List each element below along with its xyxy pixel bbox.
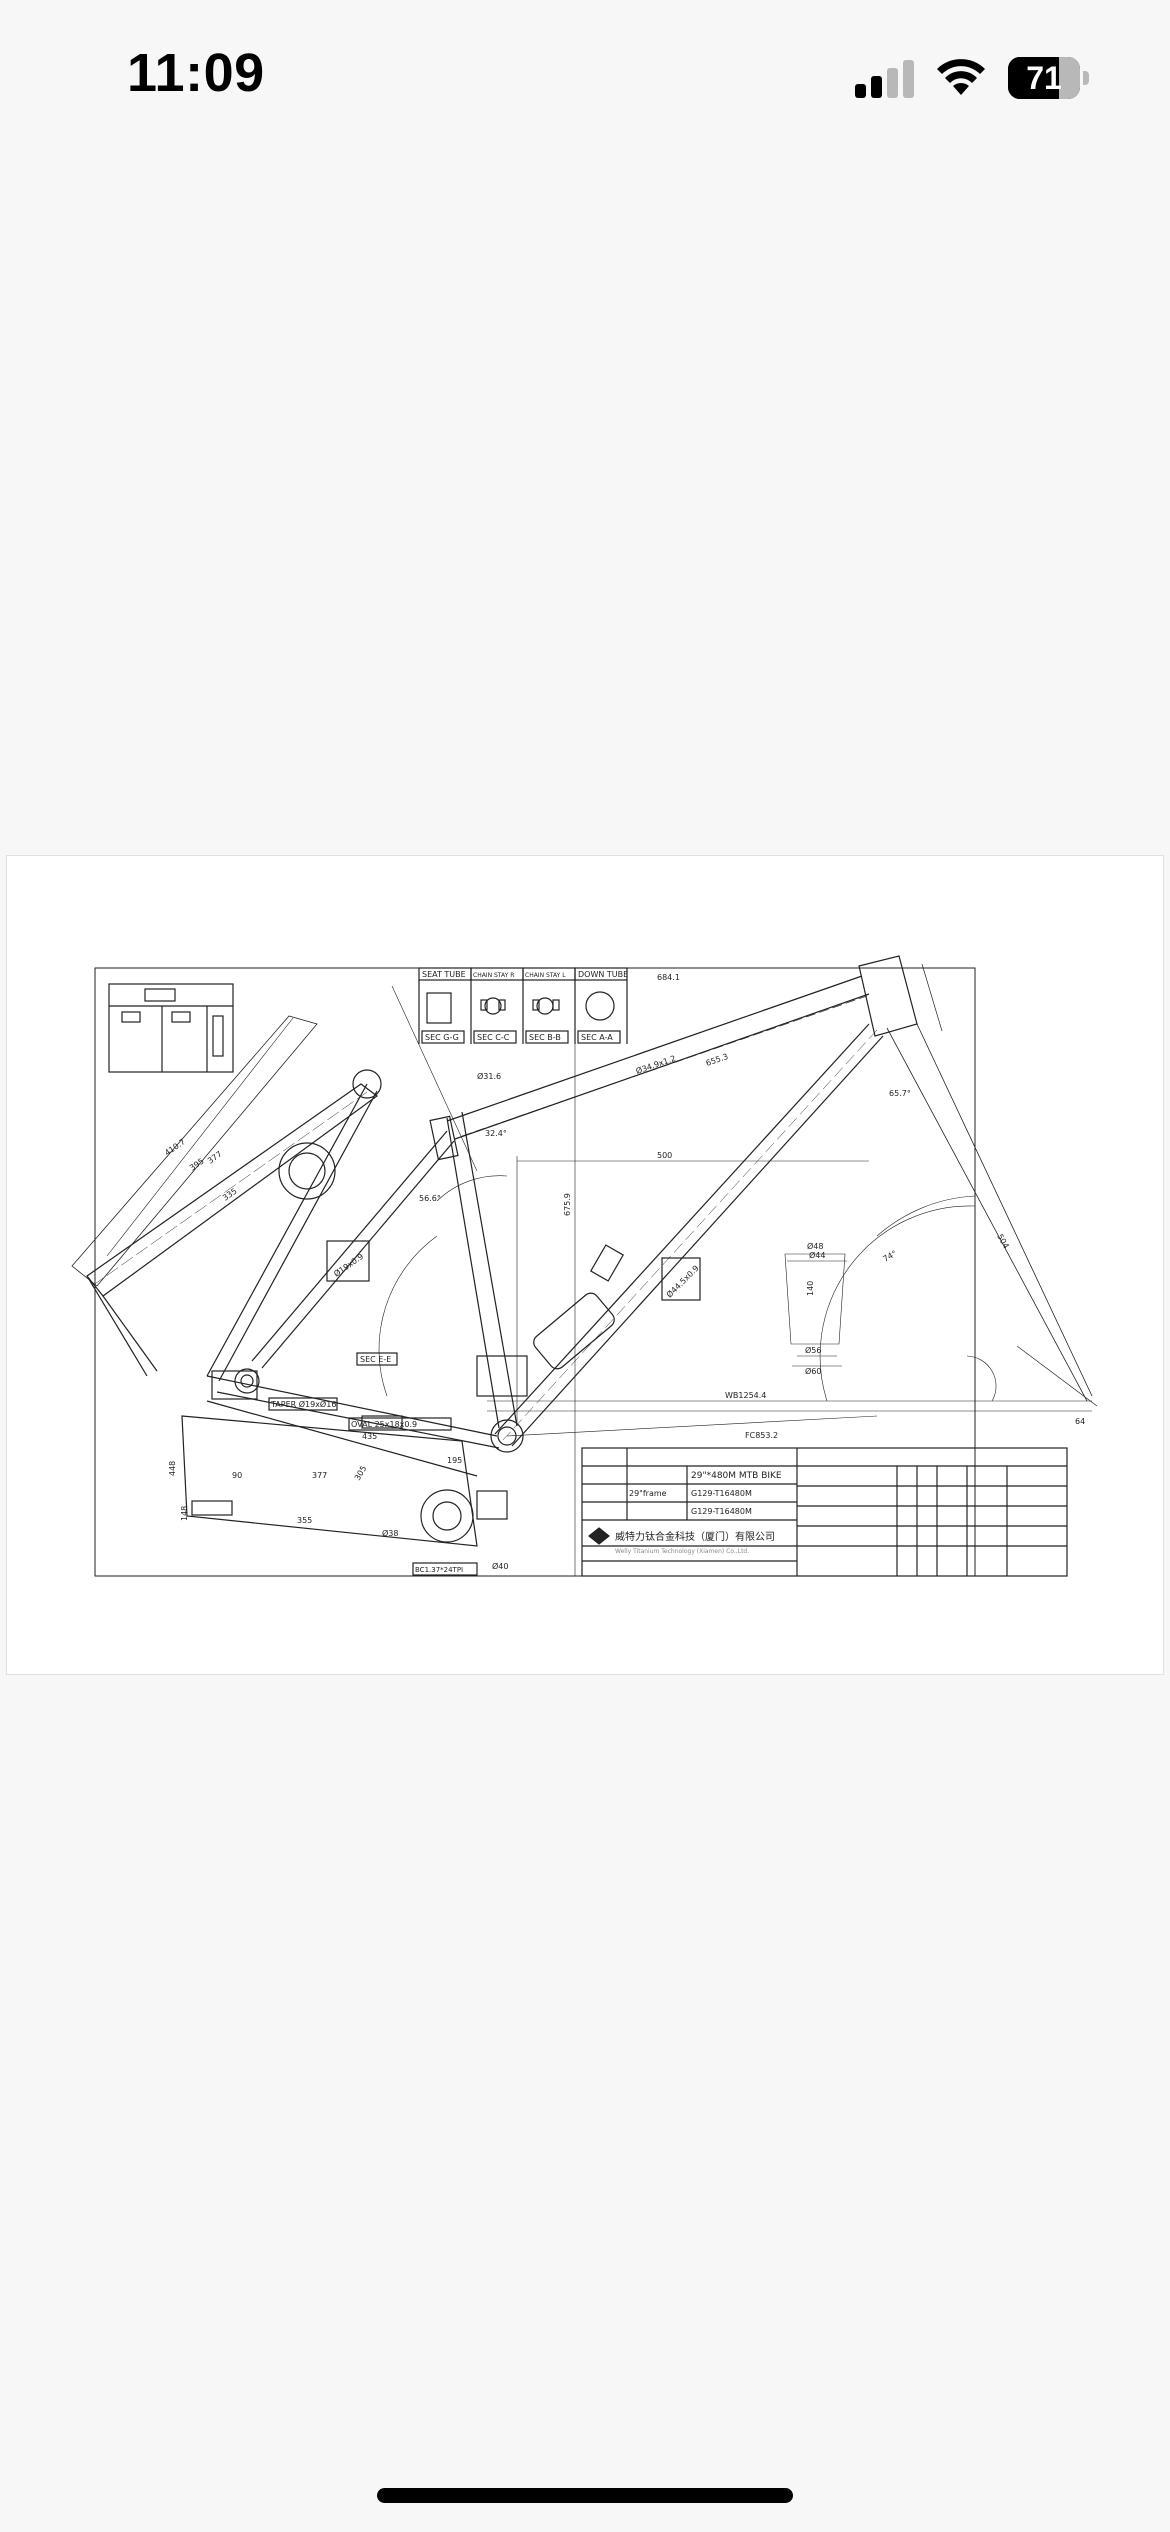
dim-label: FC853.2 <box>745 1431 778 1440</box>
battery-tip <box>1083 71 1089 85</box>
battery-empty <box>1059 57 1080 99</box>
callout-bb: BC1.37*24TPI <box>415 1566 463 1574</box>
dim-label: 140 <box>806 1281 815 1296</box>
dim-label: 377 <box>206 1150 224 1166</box>
battery-icon: 71 <box>1008 57 1090 99</box>
image-viewer[interactable]: SEAT TUBE CHAIN STAY R CHAIN STAY L DOWN… <box>6 855 1164 1675</box>
seat-stays <box>206 1069 455 1382</box>
sec-e-label: SEC E-E <box>360 1355 391 1364</box>
status-time: 11:09 <box>127 43 265 103</box>
callout-down-tube-dia: Ø44.5x0.9 <box>664 1263 700 1299</box>
battery-level <box>1008 57 1059 99</box>
water-bottle <box>533 1244 624 1370</box>
bike-frame-drawing[interactable]: SEAT TUBE CHAIN STAY R CHAIN STAY L DOWN… <box>7 856 1163 1674</box>
legend-box <box>108 983 234 1073</box>
title-frame: 29"frame <box>629 1489 667 1498</box>
title-block <box>581 1447 1068 1577</box>
dimension-lines <box>378 981 1092 1576</box>
callout-seat-stay-dia: Ø19x0.9 <box>332 1251 366 1279</box>
dim-label: Ø56 <box>805 1345 821 1355</box>
dim-label: 148 <box>180 1506 189 1521</box>
dim-label: 335 <box>221 1187 239 1203</box>
dim-label: 90 <box>232 1471 242 1480</box>
dim-label: 56.6° <box>419 1194 441 1203</box>
down-tube <box>494 1023 884 1447</box>
top-tube <box>446 975 870 1140</box>
dim-label: 305 <box>353 1464 368 1482</box>
title-part-no-1: G129-T16480M <box>691 1489 752 1498</box>
dim-label: 684.1 <box>657 973 680 982</box>
dim-label: WB1254.4 <box>725 1391 766 1400</box>
sec-c-label: SEC C-C <box>477 1033 510 1042</box>
title-company: 威特力钛合金科技（厦门）有限公司 <box>615 1530 775 1543</box>
dim-label: 74° <box>882 1249 899 1264</box>
dim-label: 377 <box>312 1471 327 1480</box>
dim-label: Ø31.6 <box>477 1071 501 1081</box>
dim-label: 195 <box>447 1456 462 1465</box>
sec-seat-tube-label: SEAT TUBE <box>422 970 466 979</box>
dropout <box>211 1368 260 1400</box>
dim-label: 64 <box>1075 1417 1085 1426</box>
battery-percent: 71 <box>1026 60 1062 96</box>
cellular-signal-icon <box>855 58 915 98</box>
dim-label: 435 <box>362 1432 377 1441</box>
dim-label: Ø44 <box>809 1250 825 1260</box>
sec-g-label: SEC G-G <box>425 1033 459 1042</box>
dim-label: Ø34.9x1.2 <box>634 1053 677 1076</box>
dim-label: Ø38 <box>382 1528 398 1538</box>
callout-chain-stay: OVAL 25x18x0.9 <box>351 1420 417 1429</box>
rear-linkage <box>71 1015 379 1377</box>
title-company-en: Welly Titanium Technology (Xiamen) Co.,L… <box>615 1548 749 1555</box>
wifi-icon <box>937 59 985 95</box>
sec-b-label: SEC B-B <box>529 1033 561 1042</box>
dim-label: Ø48 <box>807 1241 823 1251</box>
sec-chain-stay-r-label: CHAIN STAY R <box>473 972 514 979</box>
status-bar: 11:09 71 <box>0 0 1170 150</box>
dim-label: 504 <box>995 1233 1010 1251</box>
dim-label: 448 <box>168 1461 177 1476</box>
home-indicator[interactable] <box>377 2488 793 2503</box>
drawing-border <box>94 967 976 1577</box>
dim-label: Ø40 <box>492 1561 508 1571</box>
dim-label: 500 <box>657 1151 672 1160</box>
chain-stays <box>181 1375 508 1547</box>
section-headers: SEAT TUBE CHAIN STAY R CHAIN STAY L DOWN… <box>418 967 628 1044</box>
dim-label: 65.7° <box>889 1089 911 1098</box>
dim-label: 355 <box>297 1516 312 1525</box>
fork-line-2 <box>916 1023 1093 1397</box>
fork-line <box>886 1027 1088 1402</box>
sec-down-tube-label: DOWN TUBE <box>578 970 628 979</box>
bottom-bracket <box>476 1355 528 1453</box>
dim-label: 395 <box>188 1157 206 1173</box>
battery-body: 71 <box>1008 57 1080 99</box>
sec-a-label: SEC A-A <box>581 1033 613 1042</box>
title-part-no-2: G129-T16480M <box>691 1507 752 1516</box>
dim-label: 410.7 <box>163 1137 187 1158</box>
dim-label: 655.3 <box>705 1052 730 1068</box>
callout-seat-stay: TAPER Ø19xØ16 <box>270 1399 336 1409</box>
seat-tube <box>429 1111 518 1429</box>
dim-label: 32.4° <box>485 1129 507 1138</box>
sec-chain-stay-l-label: CHAIN STAY L <box>525 972 566 979</box>
dim-label: Ø60 <box>805 1366 821 1376</box>
title-product: 29"*480M MTB BIKE <box>691 1471 782 1481</box>
dim-label: 675.9 <box>563 1193 572 1216</box>
